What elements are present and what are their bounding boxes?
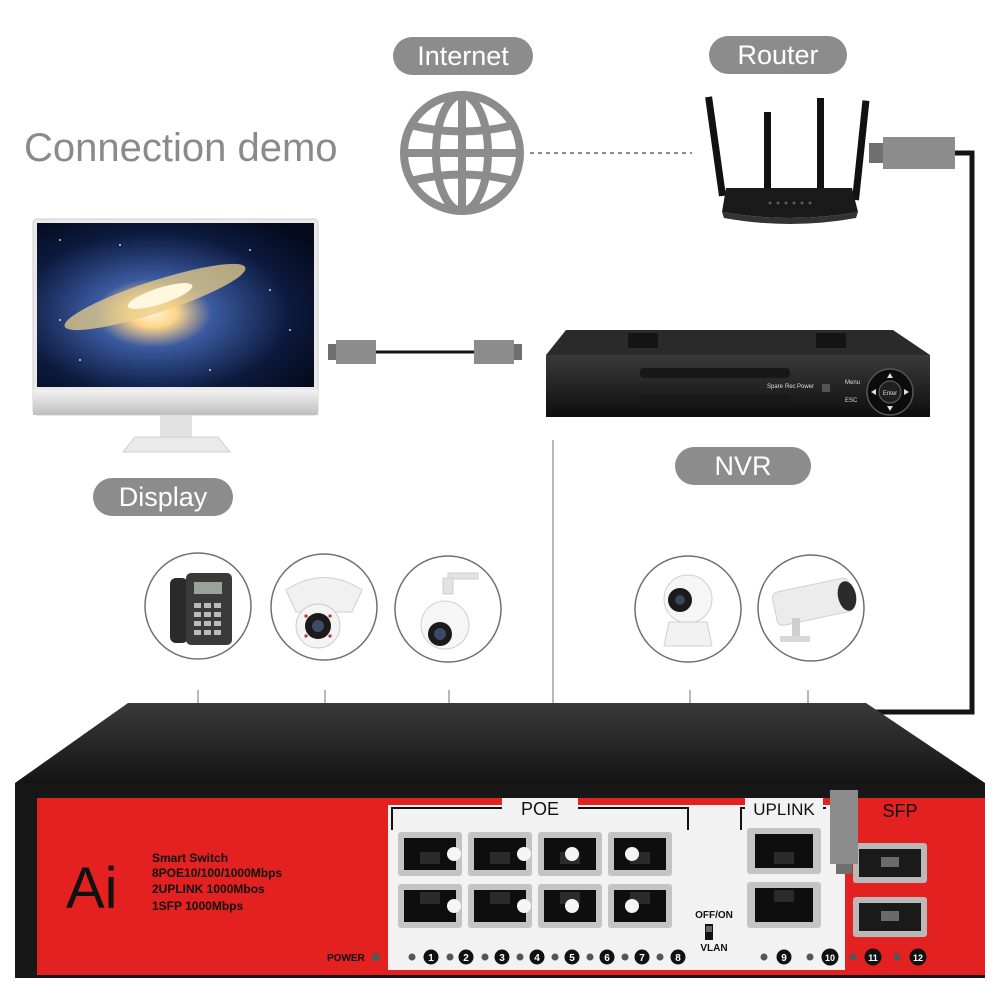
router-icon: [705, 96, 870, 224]
poe-port: [398, 884, 462, 928]
router-cable: [839, 137, 975, 800]
svg-text:Display: Display: [119, 482, 208, 512]
ptz-camera-icon: [394, 555, 502, 663]
internet-label: Internet: [393, 37, 533, 75]
globe-icon: [400, 91, 524, 215]
svg-text:Spare: Spare: [767, 384, 784, 390]
svg-text:ESC: ESC: [845, 398, 858, 404]
nvr-device-icon: Spare Rec Power Menu ESC Enter: [546, 330, 930, 417]
sfp-port: [853, 843, 927, 883]
router-label: Router: [709, 36, 847, 74]
poe-port: [538, 832, 602, 876]
uplink-port: [747, 882, 821, 928]
display-label: Display: [93, 478, 233, 516]
power-led: [372, 953, 380, 961]
dome-camera-icon: [270, 553, 378, 661]
page-title: Connection demo: [24, 126, 338, 170]
indoor-camera-icon: [634, 555, 742, 663]
poe-ports: [398, 832, 672, 928]
port-number: 11: [868, 953, 878, 963]
poe-port: [608, 884, 672, 928]
port-number: 4: [534, 953, 540, 964]
port-number: 7: [639, 953, 645, 964]
vlan-switch-label-bottom: VLAN: [700, 943, 727, 954]
poe-port: [538, 884, 602, 928]
port-number: 10: [825, 953, 835, 963]
port-number: 1: [428, 953, 434, 964]
poe-label: POE: [521, 799, 559, 819]
svg-text:Smart Switch: Smart Switch: [152, 851, 228, 865]
poe-switch: Ai Smart Switch 8POE10/100/1000Mbps 2UPL…: [15, 703, 985, 978]
display-nvr-cable: [328, 340, 522, 364]
uplink-ports: [747, 828, 821, 928]
svg-text:Enter: Enter: [883, 391, 897, 397]
port-number: 5: [569, 953, 575, 964]
svg-text:8POE10/100/1000Mbps: 8POE10/100/1000Mbps: [152, 866, 282, 880]
power-label: POWER: [327, 953, 366, 964]
sfp-label: SFP: [882, 801, 917, 821]
svg-text:Internet: Internet: [417, 41, 509, 71]
svg-text:1SFP 1000Mbps: 1SFP 1000Mbps: [152, 899, 243, 913]
svg-text:Rec: Rec: [785, 384, 796, 390]
poe-port: [468, 832, 532, 876]
svg-text:2UPLINK 1000Mbos: 2UPLINK 1000Mbos: [152, 882, 265, 896]
switch-spec: Smart Switch 8POE10/100/1000Mbps 2UPLINK…: [152, 851, 282, 913]
port-number: 2: [463, 953, 469, 964]
port-number-row: 1 2 3 4 5 6 7 8 9 10 11 12: [408, 948, 927, 966]
port-number: 3: [499, 953, 505, 964]
bullet-camera-icon: [757, 554, 865, 662]
port-number: 6: [604, 953, 610, 964]
poe-port: [468, 884, 532, 928]
uplink-cable-plug: [830, 790, 858, 864]
uplink-port: [747, 828, 821, 874]
phone-icon: [144, 552, 252, 660]
uplink-label: UPLINK: [753, 800, 815, 819]
port-number: 12: [913, 953, 923, 963]
sfp-port: [853, 897, 927, 937]
svg-text:Menu: Menu: [845, 380, 860, 386]
port-number: 8: [675, 953, 681, 964]
monitor-icon: [32, 218, 319, 453]
brand-logo: Ai: [66, 856, 118, 921]
nvr-label: NVR: [675, 447, 811, 485]
poe-port: [398, 832, 462, 876]
svg-text:Router: Router: [737, 40, 818, 70]
svg-text:NVR: NVR: [714, 451, 771, 481]
vlan-switch-label-top: OFF/ON: [695, 910, 733, 921]
poe-port: [608, 832, 672, 876]
sfp-ports: [853, 843, 927, 937]
port-number: 9: [781, 953, 787, 964]
svg-text:Power: Power: [797, 384, 814, 390]
